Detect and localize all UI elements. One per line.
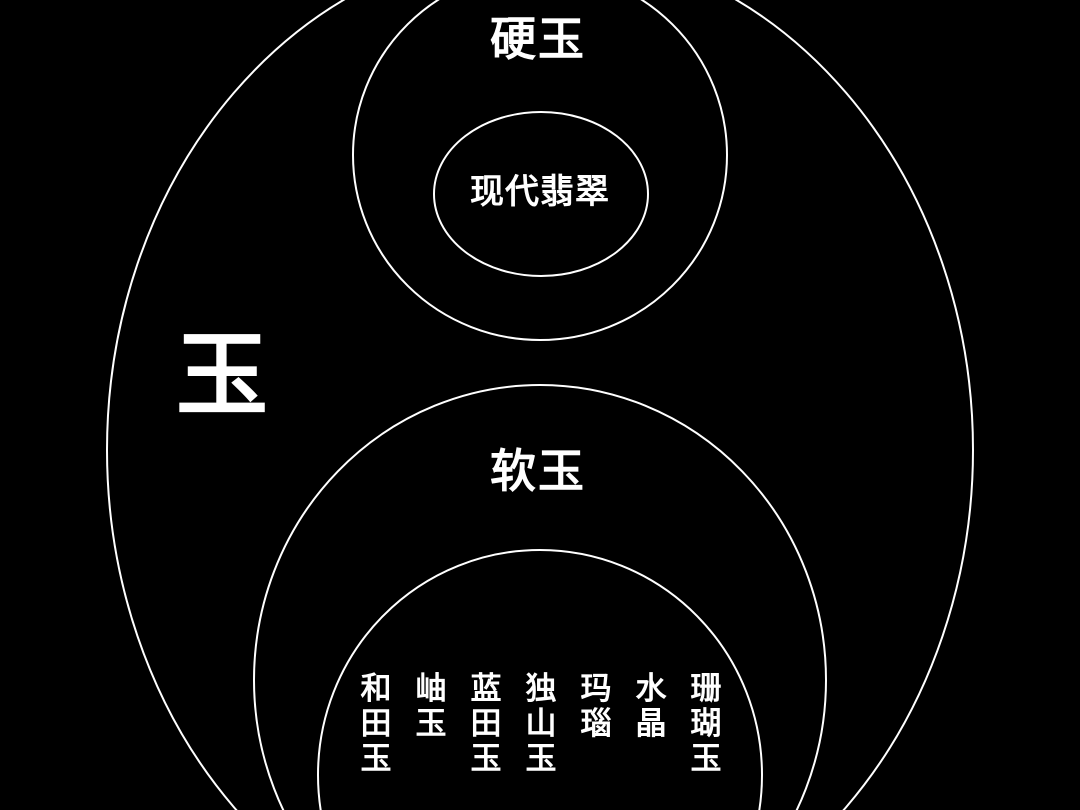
variety-char: 珊 [690,671,722,707]
soft-jade-label: 软玉 [490,444,586,498]
soft-jade-varieties-boundary [317,549,763,810]
variety-hetian-jade: 和 田 玉 [358,672,394,777]
variety-char: 蓝 [470,671,502,707]
variety-coral-jade: 珊 瑚 玉 [688,672,724,777]
hard-jade-set-boundary [352,0,728,341]
variety-char: 晶 [635,706,667,742]
variety-char: 田 [470,706,502,742]
variety-char: 独 [525,671,557,707]
variety-char: 田 [360,706,392,742]
soft-jade-varieties: 和 田 玉 岫 玉 蓝 田 玉 独 山 玉 玛 瑙 水 晶 珊 瑚 玉 [358,672,724,777]
soft-jade-set-boundary [253,384,827,810]
variety-dushan-jade: 独 山 玉 [523,672,559,777]
jade-root-label: 玉 [176,322,269,429]
variety-char: 和 [360,671,392,707]
variety-lantian-jade: 蓝 田 玉 [468,672,504,777]
variety-char: 玉 [470,741,502,777]
variety-char: 玉 [360,741,392,777]
variety-char: 山 [525,706,557,742]
hard-jade-label: 硬玉 [490,12,586,66]
jade-set-boundary [106,0,974,810]
variety-agate: 玛 瑙 [578,672,614,777]
variety-char: 瑙 [580,706,612,742]
variety-char: 水 [635,671,667,707]
variety-xiu-jade: 岫 玉 [413,672,449,777]
modern-jadeite-label: 现代翡翠 [470,172,610,212]
variety-char: 岫 [415,671,447,707]
variety-char: 玉 [690,741,722,777]
variety-char: 玉 [525,741,557,777]
variety-char: 玉 [415,706,447,742]
variety-char: 瑚 [690,706,722,742]
variety-char: 玛 [580,671,612,707]
modern-jadeite-set-boundary [433,111,649,277]
variety-crystal: 水 晶 [633,672,669,777]
